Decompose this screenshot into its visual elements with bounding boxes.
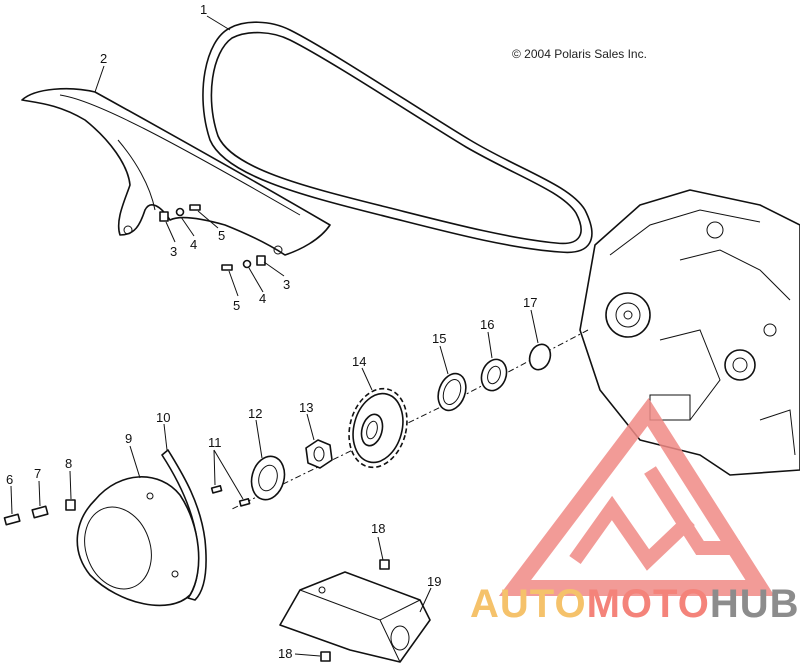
watermark-moto: MOTO [587,582,710,626]
washer-icon [175,207,185,217]
engine-block [579,189,800,476]
o-ring [528,343,552,371]
callout-8: 8 [65,456,72,471]
callout-4: 4 [259,291,266,306]
retainer-plate [250,455,286,501]
seal [480,358,508,392]
callout-18: 18 [278,646,292,661]
callout-5: 5 [233,298,240,313]
callout-13: 13 [299,400,313,415]
callout-10: 10 [156,410,170,425]
drive-gear [348,387,408,469]
screw-icon [210,484,223,494]
hex-nut [305,439,333,469]
callout-2: 2 [100,51,107,66]
callout-numbers: 1 2 3 4 5 5 4 3 6 7 8 9 10 11 12 13 14 1… [6,2,537,661]
bearing-ring [437,372,467,412]
screw-icon [238,497,251,507]
callout-18: 18 [371,521,385,536]
callout-9: 9 [125,431,132,446]
guard-hardware-upper [159,204,201,222]
callout-12: 12 [248,406,262,421]
cover-bolt-6 [3,513,21,526]
callout-4: 4 [190,237,197,252]
gasket [161,449,207,601]
drive-belt [202,21,593,254]
nut-icon [159,211,169,222]
belt-guard [21,87,331,256]
callout-3: 3 [170,244,177,259]
bolt-icon [221,264,233,271]
leader-lines [10,15,539,657]
watermark-auto: AUTO [470,582,587,626]
bracket-nut-lower [320,651,331,662]
watermark-hub: HUB [710,582,800,626]
guard-hardware-lower [221,255,266,271]
callout-15: 15 [432,331,446,346]
bracket-nut-upper [379,559,390,570]
watermark-text: AUTOMOTOHUB [470,582,800,626]
callout-6: 6 [6,472,13,487]
callout-14: 14 [352,354,366,369]
washer-nut-8 [65,499,76,511]
callout-3: 3 [283,277,290,292]
bolt-icon [189,204,201,211]
callout-1: 1 [200,2,207,17]
callout-16: 16 [480,317,494,332]
nut-icon [256,255,266,266]
callout-19: 19 [427,574,441,589]
watermark-logo [498,397,775,596]
mounting-bracket [279,571,431,663]
copyright-text: © 2004 Polaris Sales Inc. [512,47,647,61]
cover-bolt-7 [31,505,49,519]
washer-icon [242,259,252,269]
callout-5: 5 [218,228,225,243]
callout-17: 17 [523,295,537,310]
clutch-cover [76,476,200,607]
callout-11: 11 [208,435,222,450]
callout-7: 7 [34,466,41,481]
